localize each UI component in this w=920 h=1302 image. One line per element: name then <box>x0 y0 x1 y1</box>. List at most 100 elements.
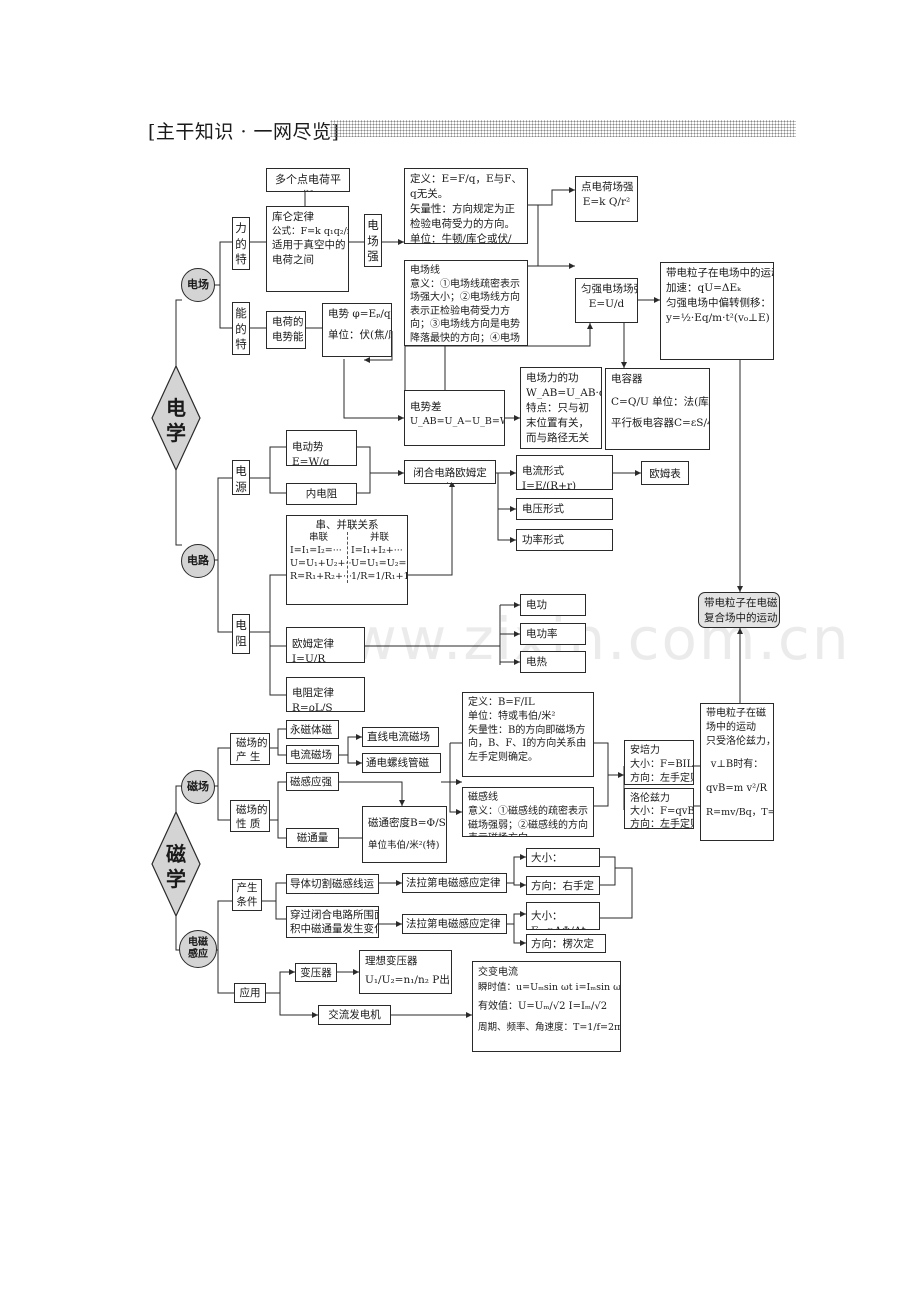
line: 平行板电容器C=εS/4πkd <box>611 416 709 429</box>
box-falaidi-2: 法拉第电磁感应定律(二) <box>402 914 507 934</box>
line: 意义：①电场线疏密表示场强大小；②电场线方向表示正检验电荷受力方向；③电场线方向… <box>410 278 520 344</box>
box-jiaoliu-fadianji: 交流发电机 <box>318 1005 391 1025</box>
line: 匀强电场场强 <box>581 283 638 295</box>
line: I=I₁=I₂=··· <box>290 544 342 556</box>
line: 电势能 <box>272 330 304 343</box>
box-dianre: 电热 Q=I²Rt <box>520 651 586 673</box>
line: 单位：特或韦伯/米² <box>468 710 556 722</box>
oval-dianlu: 电路 <box>181 544 215 578</box>
diamond-char: 学 <box>166 421 186 445</box>
line: 单位：伏(焦/库) <box>328 328 391 341</box>
line: 性 质 <box>236 817 261 830</box>
line: 理想变压器 <box>365 955 418 967</box>
line: 电场线 <box>410 265 440 276</box>
line: 定义：E=F/q，E与F、q无关。 <box>410 173 522 200</box>
line: 积中磁通量发生变化 <box>290 922 379 935</box>
box-citongliang-bianhua: 穿过闭合电路所围面 积中磁通量发生变化 <box>286 906 379 938</box>
box-dianzu: 电阻 <box>232 614 250 654</box>
line: 磁通密度B=Φ/S <box>368 817 446 829</box>
line: U_AB=U_A−U_B=W_AB/q <box>410 415 504 427</box>
line: 1/R=1/R₁+1/R₂+··· <box>351 570 407 582</box>
line: 矢量性：方向规定为正检验电荷受力的方向。 <box>410 202 515 230</box>
line: v⊥B时有： <box>710 758 764 770</box>
char: 电 <box>235 618 247 632</box>
char: 能 <box>235 306 247 320</box>
box-cichang-xingzhi: 磁场的 性 质 <box>230 800 270 832</box>
char: 强 <box>367 249 379 264</box>
box-gonglv-xingshi: 功率形式 IE=IU+I²r <box>516 529 613 551</box>
line: 加速：qU=ΔEₖ <box>666 281 741 294</box>
line: 磁场的 <box>236 804 268 816</box>
line: R=R₁+R₂+··· <box>290 570 353 582</box>
box-oumubiao: 欧姆表 <box>641 461 689 485</box>
box-luolunzili: 洛伦兹力 大小：F=qvB 方向：左手定则 <box>624 788 694 829</box>
line: 磁感线 <box>468 792 498 803</box>
line: 单位韦伯/米²(特) <box>368 839 440 851</box>
box-neidianzu: 内电阻 <box>286 483 357 505</box>
line: U=U₁=U₂=··· <box>351 557 407 569</box>
line: 交变电流 <box>478 967 518 978</box>
line: 磁场的 <box>236 737 268 749</box>
line: 只受洛伦兹力，且 <box>706 736 773 748</box>
box-anpeili: 安培力 大小：F=BIL 方向：左手定则 <box>624 740 694 785</box>
box-fangxiang-1: 方向：右手定则 <box>526 876 600 895</box>
char: 场 <box>367 233 379 248</box>
char: 性 <box>235 268 247 269</box>
diamond-char: 学 <box>166 867 186 891</box>
box-chuanbing-guanxi: 串、并联关系 串联 I=I₁=I₂=··· U=U₁+U₂+··· R=R₁+R… <box>286 515 408 605</box>
line: U=U₁+U₂+··· <box>290 557 355 569</box>
char: 特 <box>235 252 247 267</box>
diamond-char: 电 <box>166 396 186 420</box>
line: 匀强电场中偏转侧移： <box>666 296 771 309</box>
line: E=U/d <box>588 297 625 310</box>
line: 有效值：U=Uₘ/√2 I=Iₘ/√2 <box>478 1001 608 1013</box>
line: 电场力的功 <box>526 372 579 384</box>
box-diandongshi: 电动势E=W/q <box>286 430 357 466</box>
line: 方向：左手定则 <box>630 772 694 784</box>
line: 带电粒子在磁场中的运动 <box>706 708 766 734</box>
box-dianshineng: 电荷的 电势能 <box>266 311 306 349</box>
char: 性 <box>235 353 247 354</box>
box-cichang-yundong: 带电粒子在磁场中的运动 只受洛伦兹力，且 v⊥B时有： qvB=m v²/R R… <box>700 703 774 841</box>
line: 穿过闭合电路所围面 <box>290 909 379 921</box>
line: 安培力 <box>630 745 660 756</box>
box-dianzu-dinglv: 电阻定律 R=ρL/S <box>286 677 365 712</box>
line: 洛伦兹力 <box>630 793 670 804</box>
line: 适用于真空中的 <box>272 239 346 252</box>
oval-line: 感应 <box>188 949 208 960</box>
page-title: [主干知识 · 一网尽览] <box>148 121 340 143</box>
line: 带电粒子在电场中的运动 <box>666 267 774 279</box>
box-li-texing: 力的特性 <box>232 217 250 270</box>
line: qvB=m v²/R <box>706 782 767 794</box>
box-yingyong: 应用 <box>234 983 266 1003</box>
line: 条件 <box>236 895 258 908</box>
box-dianliu-xingshi: 电流形式 I=E/(R+r) <box>516 455 613 490</box>
diamond-dianxue: 电 学 <box>160 396 192 446</box>
parallel-column: 并联 I=I₁+I₂+··· U=U₁=U₂=··· 1/R=1/R₁+1/R₂… <box>348 532 407 583</box>
box-diandianhe-changqiang: 点电荷场强 E=k Q/r² <box>575 176 638 222</box>
line: W_AB=U_AB·q <box>526 386 602 399</box>
box-zhixian-dianliu: 直线电流磁场 <box>362 727 439 747</box>
box-duoge-pingheng: 多个点电荷平衡 <box>266 168 350 192</box>
char: 的 <box>235 321 247 336</box>
box-bihe-oumu: 闭合电路欧姆定律 <box>404 460 496 484</box>
box-daxiao-1: 大小：E=BLv <box>526 848 600 867</box>
box-qiege-ciganxian: 导体切割磁感线运动 <box>286 874 379 894</box>
line: U₁/U₂=n₁/n₂ P出=P入 <box>365 973 451 986</box>
line: R=mv/Bq，T=2πm/Bq <box>706 806 773 818</box>
line: E=k Q/r² <box>582 195 631 208</box>
box-dianrongqi: 电容器 C=Q/U 单位：法(库/伏) 平行板电容器C=εS/4πkd <box>605 368 710 450</box>
box-falaidi-1: 法拉第电磁感应定律(一) <box>402 873 507 893</box>
box-diangong: 电功 W=IUt <box>520 594 586 616</box>
oval-cichang: 磁场 <box>181 770 215 804</box>
box-dianliu-cichang: 电流磁场 <box>286 745 339 764</box>
box-dianchangxian: 电场线 意义：①电场线疏密表示场强大小；②电场线方向表示正检验电荷受力方向；③电… <box>404 260 528 346</box>
char: 度 <box>367 265 379 266</box>
box-neng-texing: 能的特性 <box>232 302 250 355</box>
line: 意义：①磁感线的疏密表示磁场强弱；②磁感线的方向表示磁场方向。 <box>468 805 588 836</box>
oval-line: 电磁 <box>188 936 208 948</box>
box-chang-qiangdu: 电场强度 <box>364 214 382 267</box>
line: 带电粒子在电磁 <box>704 597 778 609</box>
char: 电 <box>235 464 247 478</box>
